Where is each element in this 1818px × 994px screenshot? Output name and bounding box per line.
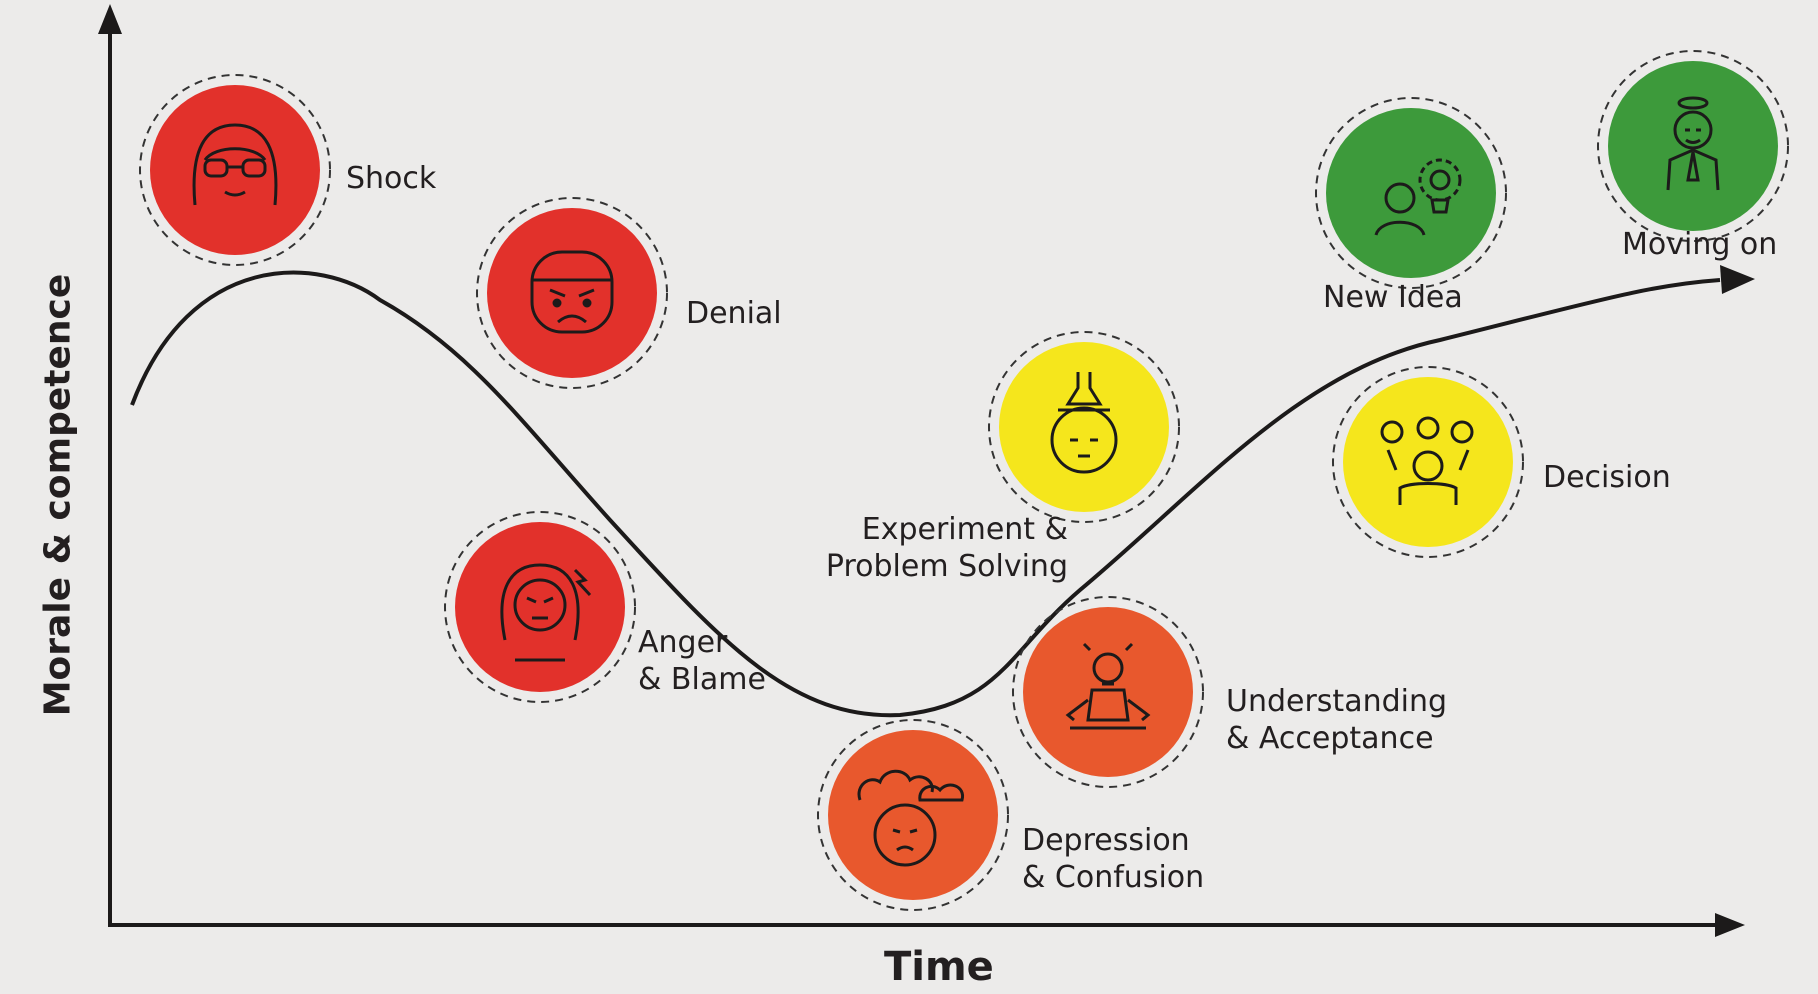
badge-anger	[444, 511, 636, 703]
label-experiment-line-2: Problem Solving	[825, 549, 1068, 584]
label-depression-line-2: & Confusion	[1022, 860, 1205, 895]
change-curve	[130, 270, 1721, 718]
badge-understanding	[1012, 596, 1204, 788]
curve-arrow	[1720, 265, 1755, 294]
badge-newidea	[1315, 97, 1507, 289]
badge-decision	[1332, 366, 1524, 558]
halo-praying-icon	[1666, 96, 1720, 191]
label-understanding: Understanding & Acceptance	[1226, 683, 1447, 757]
y-axis-arrow	[98, 4, 122, 34]
badge-depression	[817, 719, 1009, 911]
label-denial: Denial	[686, 295, 782, 332]
glasses-woman-icon	[192, 123, 278, 206]
x-axis-label: Time	[884, 944, 994, 990]
label-experiment-line-1: Experiment &	[861, 512, 1068, 547]
label-shock-line-1: Shock	[346, 161, 437, 196]
ideas-person-icon	[1380, 416, 1474, 505]
badge-shock	[139, 74, 331, 266]
label-decision: Decision	[1543, 459, 1671, 496]
label-newidea-line-1: New Idea	[1323, 280, 1463, 315]
meditating-bulb-icon	[1065, 642, 1151, 730]
axes	[98, 4, 1745, 937]
label-anger: Anger & Blame	[638, 624, 766, 698]
badge-experiment	[988, 331, 1180, 523]
label-depression: Depression & Confusion	[1022, 822, 1204, 896]
label-anger-line-2: & Blame	[638, 662, 766, 697]
x-axis-arrow	[1715, 913, 1745, 937]
badge-denial	[476, 197, 668, 389]
angry-girl-icon	[500, 563, 592, 662]
label-experiment: Experiment & Problem Solving	[784, 511, 1068, 585]
label-decision-line-1: Decision	[1543, 460, 1671, 495]
label-newidea: New Idea	[1323, 279, 1463, 316]
label-anger-line-1: Anger	[638, 625, 728, 660]
frowning-face-icon	[530, 250, 614, 334]
y-axis-label: Morale & competence	[37, 273, 79, 717]
badge-movingon	[1597, 50, 1789, 242]
label-movingon: Moving on	[1622, 226, 1777, 263]
label-understanding-line-1: Understanding	[1226, 684, 1448, 719]
storm-cloud-head-icon	[857, 769, 965, 867]
flask-head-icon	[1050, 372, 1118, 474]
label-denial-line-1: Denial	[686, 296, 782, 331]
label-depression-line-1: Depression	[1022, 823, 1190, 858]
label-movingon-line-1: Moving on	[1622, 227, 1778, 262]
label-shock: Shock	[346, 160, 436, 197]
gear-bulb-person-icon	[1374, 158, 1462, 236]
label-understanding-line-2: & Acceptance	[1226, 721, 1434, 756]
